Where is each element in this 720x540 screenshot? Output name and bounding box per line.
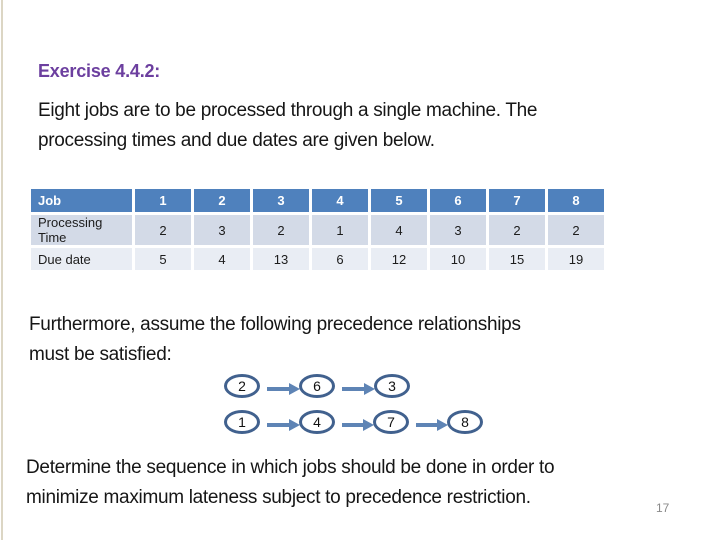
node-label: 1 [238,414,246,430]
arrow-4-7-icon [342,419,374,431]
diagram-node-1: 1 [224,410,260,434]
node-label: 8 [461,414,469,430]
table-cell: 10 [430,248,486,270]
header-cell-1: 1 [135,189,191,212]
header-cell-4: 4 [312,189,368,212]
table-cell: 5 [135,248,191,270]
table-cell: 2 [253,215,309,245]
processing-time-row: Processing Time 2 3 2 1 4 3 2 2 [31,215,604,245]
header-cell-7: 7 [489,189,545,212]
row-label: Due date [31,248,132,270]
jobs-table: Job 1 2 3 4 5 6 7 8 Processing Time 2 3 … [28,186,607,273]
furthermore-paragraph: Furthermore, assume the following preced… [29,314,521,365]
header-cell-3: 3 [253,189,309,212]
precedence-arrows [267,383,448,431]
slide-title: Exercise 4.4.2: [38,61,161,81]
intro-paragraph: Eight jobs are to be processed through a… [38,100,538,151]
node-label: 3 [388,378,396,394]
header-cell-5: 5 [371,189,427,212]
table-cell: 2 [548,215,604,245]
slide-left-accent-rule [1,0,3,540]
node-label: 7 [387,414,395,430]
table-cell: 12 [371,248,427,270]
table-cell: 15 [489,248,545,270]
diagram-node-3: 3 [374,374,410,398]
node-label: 4 [313,414,321,430]
determine-paragraph: Determine the sequence in which jobs sho… [26,457,555,508]
table-cell: 19 [548,248,604,270]
header-cell-2: 2 [194,189,250,212]
table-cell: 4 [194,248,250,270]
table-cell: 3 [430,215,486,245]
node-label: 6 [313,378,321,394]
arrow-6-3-icon [342,383,375,395]
header-cell-job: Job [31,189,132,212]
page-number: 17 [656,501,670,515]
diagram-node-6: 6 [299,374,335,398]
header-cell-8: 8 [548,189,604,212]
table-cell: 2 [135,215,191,245]
due-date-row: Due date 5 4 13 6 12 10 15 19 [31,248,604,270]
row-label: Processing Time [31,215,132,245]
table-cell: 3 [194,215,250,245]
table-cell: 1 [312,215,368,245]
diagram-node-7: 7 [373,410,409,434]
diagram-node-2: 2 [224,374,260,398]
node-label: 2 [238,378,246,394]
table-cell: 2 [489,215,545,245]
arrow-2-6-icon [267,383,300,395]
table-cell: 6 [312,248,368,270]
header-cell-6: 6 [430,189,486,212]
table-header-row: Job 1 2 3 4 5 6 7 8 [31,189,604,212]
arrow-7-8-icon [416,419,448,431]
arrow-1-4-icon [267,419,300,431]
diagram-node-4: 4 [299,410,335,434]
table-cell: 4 [371,215,427,245]
diagram-node-8: 8 [447,410,483,434]
table-cell: 13 [253,248,309,270]
